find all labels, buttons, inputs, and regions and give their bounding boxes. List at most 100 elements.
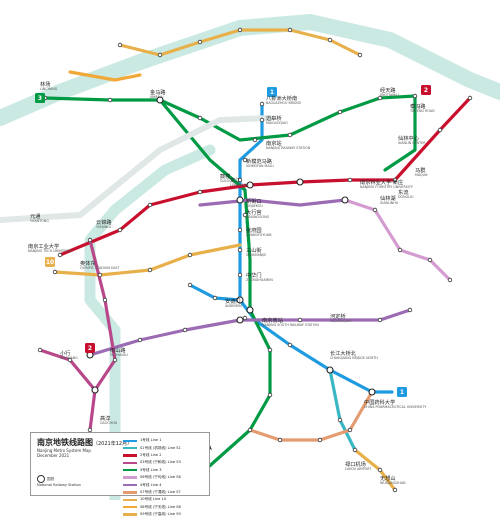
transfer-station-marker [341,196,349,204]
railway [0,115,273,223]
transfer-station-marker [156,96,164,104]
station-marker [259,117,265,123]
station-marker [57,252,63,258]
station-marker [147,202,153,208]
station-label-en: JINMALU [149,95,164,99]
station-label: 泰冯路 [410,102,426,110]
station-marker [467,95,473,101]
line-3-north [43,94,417,142]
station-label-en: XIAOHANG [60,356,78,360]
legend-item: 2号线 Line 2 [123,452,207,459]
station-label: 奥体东 [80,259,96,267]
line-1 [238,102,394,394]
station-label-en: CHANGJIANG BRIDGE NORTH [330,356,378,360]
station-marker [437,127,443,133]
station-label: 云锦路 [96,218,112,226]
legend-swatch [123,506,137,509]
line-badge [45,257,55,267]
transfer-station-marker [296,178,304,186]
station-label-en: NANJING FORESTRY UNIVERSITY [360,185,414,189]
line-3-east [383,94,417,172]
legend-swatch [123,469,137,472]
transfer-station-marker [236,316,244,324]
station-marker [87,237,93,243]
station-label-en: YUANTONG [30,219,49,223]
station-label-en: XIANLINHU [380,201,399,205]
station-label: 无想山 [380,474,396,482]
station-label-en: DONGLIU [398,195,414,199]
line-badge [421,85,431,95]
yangtze-river [0,14,500,126]
line-10 [53,243,242,277]
legend-swatch [123,483,137,487]
station-label-en: WUXIANGSHAN [380,481,406,485]
station-label: 仙林湖 [380,194,396,202]
station-marker [107,97,113,103]
station-label-en: LUKOU AIRPORT [345,467,372,471]
legend-item: 1号线 Line 1 [123,437,207,444]
station-label: 禄口机场 [345,460,366,468]
station-marker [352,447,358,453]
station-label-en: LINCHANG [40,87,58,91]
line-badge [85,343,95,353]
station-marker [247,427,253,433]
station-marker [242,315,248,321]
station-marker [67,357,73,363]
station-label: 中华门 [246,271,262,279]
legend-swatch [123,461,137,465]
legend-swatch [123,513,137,516]
legend-item: S6号线 (宁句线) Line S6 [123,474,207,481]
legend-swatch [123,491,137,494]
station-label-en: GULOU [220,179,232,183]
legend-item: S1号线 (机场线) Line S1 [123,444,207,451]
station-marker [237,272,243,278]
legend-label: S1号线 (机场线) Line S1 [140,445,181,450]
legend-swatch [123,439,137,442]
transfer-station-marker [246,306,254,314]
station-label: 马群 [415,166,425,174]
station-marker [397,247,403,253]
station-label-en: HEDINGQIAO [330,319,352,323]
legend-item: 4号线 Line 4 [123,481,207,488]
station-label: 迈皋桥 [266,114,282,122]
legend-label: 1号线 Line 1 [140,438,162,443]
legend-item: S8号线 (宁天线) Line S8 [123,504,207,511]
station-label-en: NANJING RAILWAY STATION [266,146,311,150]
line-badge [397,387,407,397]
station-label-en: XIANLIN CENTER [398,141,426,145]
station-label: 安德门 [225,297,241,305]
station-marker [197,115,203,121]
transfer-station-marker [91,386,99,394]
station-label: 南京工业大学 [28,242,59,250]
station-label: 金马路 [150,88,166,96]
station-label: 元通 [30,212,41,220]
station-label: 林场 [40,80,50,88]
station-marker [407,307,413,313]
station-label: 大行宫 [246,208,262,216]
line-4-city [198,198,347,207]
legend-item: 3号线 Line 3 [123,467,207,474]
map-subtitle: Nanjing Metro System Map December 2021 [37,448,91,458]
line-s8 [68,70,142,82]
station-marker [377,95,383,101]
station-label: 八卦洲大桥南 [266,94,297,102]
station-marker [147,267,153,273]
rail-label-en: National Railway Station [37,483,81,487]
station-label: 新模范马路 [246,157,273,165]
station-label: 新街口 [246,197,262,205]
station-marker [157,52,163,58]
legend-label: S9号线 (宁高线) Line S9 [140,512,181,517]
station-marker [112,357,118,363]
station-label-en: NANJING SOUTH RAILWAY STATION [262,323,319,327]
station-label: 南京林业大学·新庄 [360,178,403,186]
station-marker [337,417,343,423]
station-label-en: YUNJINLU [96,225,112,229]
station-marker [337,109,343,115]
station-marker [242,212,248,218]
station-label-en: XINMOFAN MALU [246,164,274,168]
station-marker [117,42,123,48]
legend-label: 10号线 Line 10 [140,497,167,502]
line-2 [58,96,472,257]
station-label-en: YUSHANLU [110,353,128,357]
map-title-date: （2021年12月） [93,441,133,447]
